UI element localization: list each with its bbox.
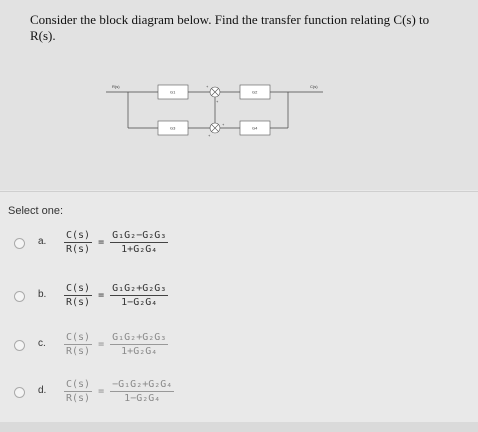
svg-text:+: + [216,99,219,104]
divider [0,191,478,192]
option-a-formula: C(s) R(s) = G₁G₂−G₂G₃ 1+G₂G₄ [64,230,169,255]
lhs-numerator: C(s) [64,283,93,296]
option-b[interactable]: b. C(s) R(s) = G₁G₂+G₂G₃ 1−G₂G₄ [0,283,478,331]
option-c[interactable]: c. C(s) R(s) = G₁G₂+G₂G₃ 1+G₂G₄ [0,332,478,380]
option-b-formula: C(s) R(s) = G₁G₂+G₂G₃ 1−G₂G₄ [64,283,169,308]
option-d-formula: C(s) R(s) = −G₁G₂+G₂G₄ 1−G₂G₄ [64,379,175,404]
rhs-numerator: G₁G₂+G₂G₃ [110,332,169,345]
rhs-numerator: G₁G₂+G₂G₃ [110,283,169,296]
radio-a[interactable] [14,238,25,249]
radio-c[interactable] [14,340,25,351]
option-a[interactable]: a. C(s) R(s) = G₁G₂−G₂G₃ 1+G₂G₄ [0,230,478,278]
lhs-denominator: R(s) [66,297,91,308]
radio-b[interactable] [14,291,25,302]
option-letter: a. [38,236,47,247]
option-d[interactable]: d. C(s) R(s) = −G₁G₂+G₂G₄ 1−G₂G₄ [0,379,478,427]
svg-text:+: + [208,133,211,138]
svg-text:+: + [206,84,209,89]
option-letter: d. [38,385,47,396]
block-g3-label: G3 [170,126,176,131]
rhs-denominator: 1+G₂G₄ [121,244,158,255]
lhs-denominator: R(s) [66,244,91,255]
block-g2 [239,84,271,100]
lhs-numerator: C(s) [64,332,93,345]
lhs-denominator: R(s) [66,346,91,357]
block-g1-label: G1 [170,90,176,95]
option-c-formula: C(s) R(s) = G₁G₂+G₂G₃ 1+G₂G₄ [64,332,169,357]
block-g2-label: G2 [252,90,258,95]
rhs-numerator: −G₁G₂+G₂G₄ [110,379,175,392]
question-panel: Consider the block diagram below. Find t… [0,0,478,190]
diagram-output-label: C(s) [310,84,318,89]
rhs-denominator: 1+G₂G₄ [121,346,158,357]
option-letter: b. [38,289,47,300]
rhs-denominator: 1−G₂G₄ [121,297,158,308]
block-g4-label: G4 [252,126,258,131]
svg-text:+: + [222,122,225,127]
diagram-input-label: R(s) [112,84,120,89]
block-diagram: R(s) C(s) G1 G2 G3 G4 + + + + [106,84,323,138]
block-g4 [239,120,271,136]
block-g3 [157,120,189,136]
question-text: Consider the block diagram below. Find t… [30,12,430,43]
option-letter: c. [38,338,46,349]
lhs-numerator: C(s) [64,230,93,243]
select-one-label: Select one: [8,205,64,217]
rhs-numerator: G₁G₂−G₂G₃ [110,230,169,243]
rhs-denominator: 1−G₂G₄ [124,393,161,404]
lhs-numerator: C(s) [64,379,93,392]
block-g1 [157,84,189,100]
bottom-bar [0,422,478,432]
radio-d[interactable] [14,387,25,398]
lhs-denominator: R(s) [66,393,91,404]
